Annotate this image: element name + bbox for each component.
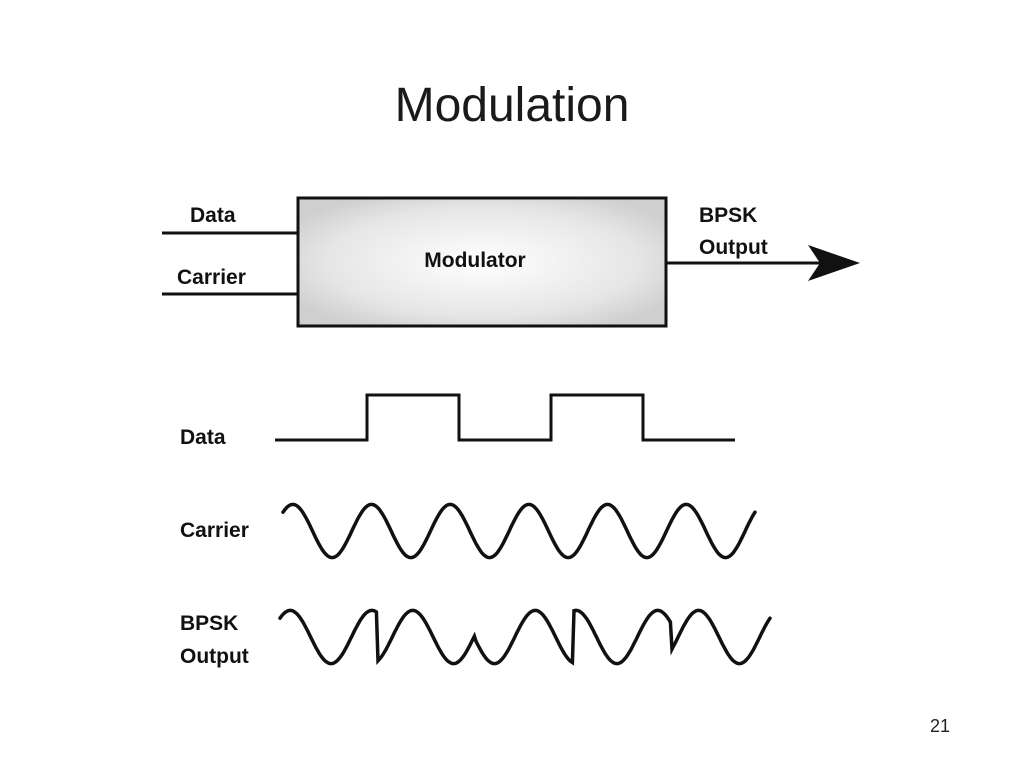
bpsk-output-waveform — [278, 608, 772, 666]
carrier-waveform-label: Carrier — [180, 519, 249, 542]
data-waveform-label: Data — [180, 426, 226, 449]
bpsk-output-label-line1: BPSK — [699, 204, 757, 227]
bpsk-waveform-label-line2: Output — [180, 645, 249, 668]
data-input-label: Data — [190, 204, 236, 227]
block-diagram: Data Carrier Modulator BPSK Output — [162, 196, 860, 328]
page-number: 21 — [929, 716, 950, 736]
carrier-waveform — [281, 502, 757, 560]
modulator-label: Modulator — [424, 249, 525, 272]
slide-title: Modulation — [394, 79, 630, 132]
output-arrowhead — [808, 245, 860, 281]
bpsk-output-label-line2: Output — [699, 236, 768, 259]
modulator-box — [296, 196, 668, 328]
data-waveform — [275, 393, 735, 442]
waveforms: Data Carrier BPSK Output — [180, 393, 772, 668]
carrier-input-label: Carrier — [177, 266, 246, 289]
bpsk-waveform-label-line1: BPSK — [180, 612, 238, 635]
